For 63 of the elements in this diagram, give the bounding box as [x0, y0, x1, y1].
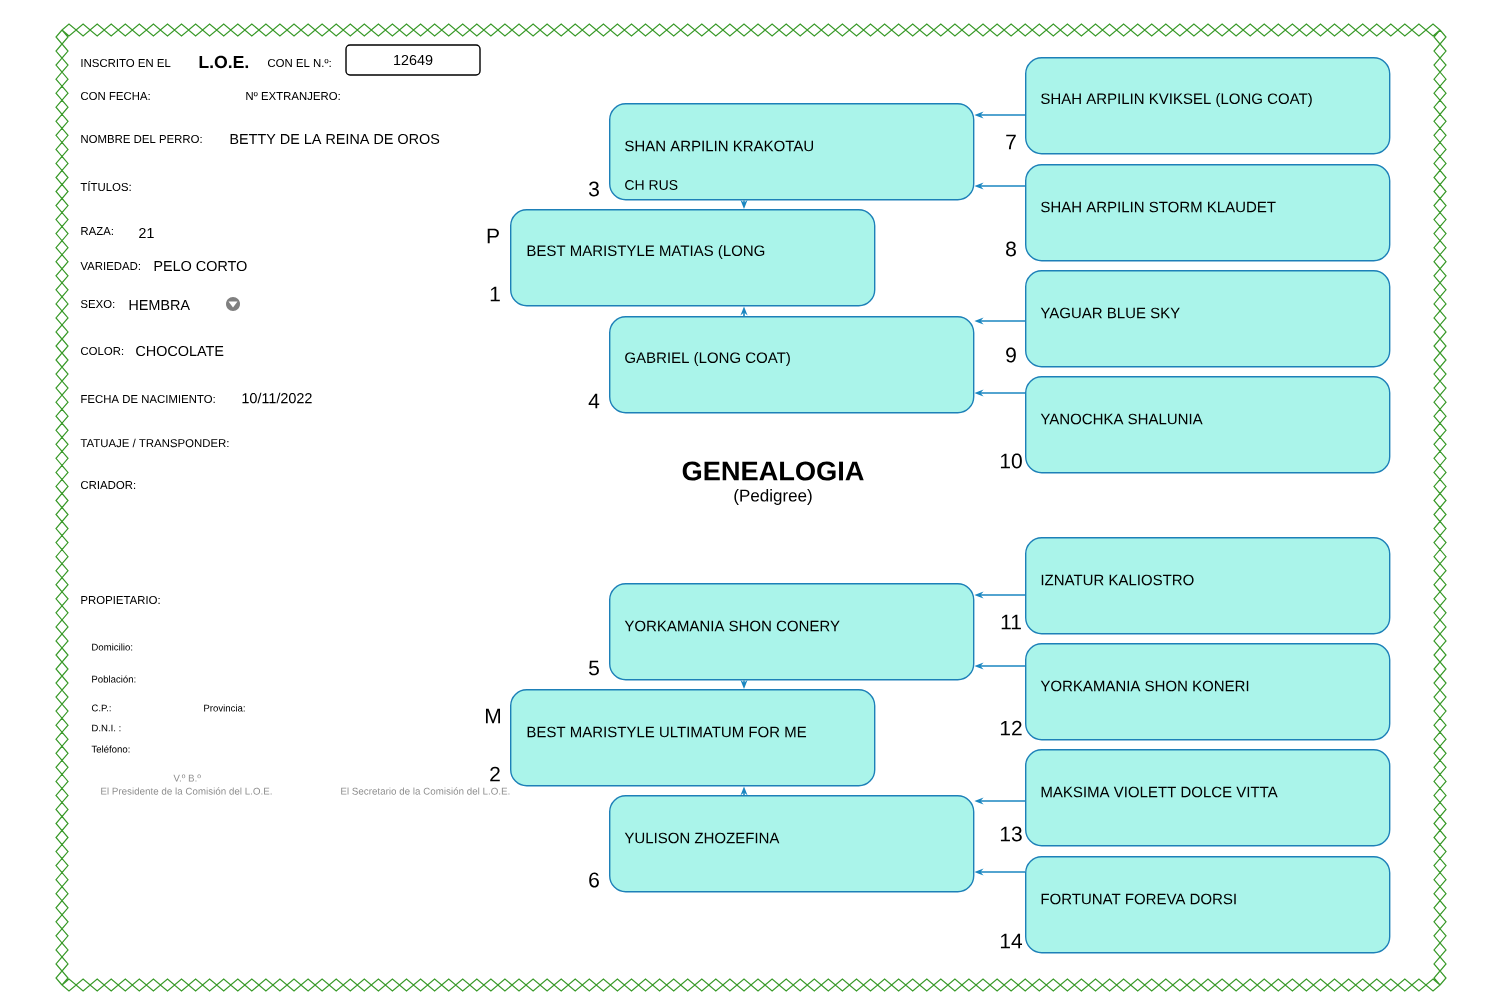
pedigree-box: IZNATUR KALIOSTRO — [1025, 537, 1391, 635]
field-value: 21 — [139, 228, 154, 238]
pedigree-box: SHAN ARPILIN KRAKOTAU CH RUS — [609, 103, 975, 201]
generation-number: 3 — [588, 181, 599, 197]
generation-number: M — [486, 708, 500, 724]
field-label: Teléfono: — [91, 745, 130, 753]
generation-number: P — [487, 228, 499, 244]
generation-number: 14 — [1000, 933, 1023, 949]
field-label: NOMBRE DEL PERRO: — [81, 135, 202, 144]
field-label: TATUAJE / TRANSPONDER: — [80, 438, 229, 448]
pedigree-box: YULISON ZHOZEFINA — [609, 795, 975, 893]
field-value: PELO CORTO — [154, 260, 247, 272]
pedigree-box: YORKAMANIA SHON CONERY — [609, 583, 975, 681]
generation-number: 5 — [589, 660, 599, 676]
generation-number: 2 — [490, 766, 500, 782]
generation-number: 11 — [1001, 614, 1021, 630]
generation-number: 6 — [589, 872, 599, 888]
title: GENEALOGIA — [682, 461, 864, 481]
field-label: CRIADOR: — [80, 481, 136, 490]
pedigree-box: MAKSIMA VIOLETT DOLCE VITTA — [1025, 749, 1391, 847]
field-label: Domicilio: — [92, 643, 133, 651]
pedigree-box: BEST MARISTYLE ULTIMATUM FOR ME — [510, 689, 876, 787]
pedigree-box: YORKAMANIA SHON KONERI — [1025, 643, 1391, 741]
field-label: Provincia: — [204, 704, 245, 712]
field-value: BETTY DE LA REINA DE OROS — [230, 133, 440, 145]
signature-label: El Secretario de la Comisión del L.O.E. — [341, 787, 510, 795]
field-label: D.N.I. : — [92, 724, 121, 732]
field-label: PROPIETARIO: — [81, 596, 160, 605]
generation-number: 9 — [1006, 347, 1016, 363]
generation-number: 13 — [1000, 826, 1022, 842]
signature-label: V.º B.º — [173, 774, 201, 782]
pedigree-box: BEST MARISTYLE MATIAS (LONG — [510, 209, 876, 307]
pedigree-box: GABRIEL (LONG COAT) — [609, 316, 975, 414]
field-label: FECHA DE NACIMIENTO: — [81, 395, 215, 404]
field-label: L.O.E. — [199, 55, 249, 69]
signature-label: El Presidente de la Comisión del L.O.E. — [101, 787, 272, 795]
field-label: SEXO: — [80, 300, 115, 309]
field-label: CON FECHA: — [80, 92, 150, 101]
field-label: COLOR: — [80, 347, 124, 356]
field-value: HEMBRA — [129, 300, 190, 310]
field-value: CHOCOLATE — [136, 345, 224, 357]
field-label: VARIEDAD: — [80, 262, 140, 270]
field-label: C.P.: — [91, 704, 111, 712]
number-box: 12649 — [345, 44, 481, 76]
field-label: Población: — [92, 675, 136, 683]
pedigree-box: FORTUNAT FOREVA DORSI — [1025, 856, 1391, 954]
generation-number: 8 — [1006, 241, 1016, 257]
generation-number: 10 — [1000, 453, 1022, 469]
field-label: RAZA: — [81, 227, 113, 235]
generation-number: 12 — [1000, 720, 1022, 736]
generation-number: 4 — [588, 393, 600, 409]
field-value: 10/11/2022 — [242, 392, 312, 404]
generation-number: 1 — [490, 286, 500, 302]
pedigree-box: YAGUAR BLUE SKY — [1025, 270, 1391, 368]
field-label: INSCRITO EN EL — [81, 59, 171, 68]
pedigree-box: SHAH ARPILIN KVIKSEL (LONG COAT) — [1025, 57, 1391, 155]
field-label: TÍTULOS: — [80, 181, 131, 191]
generation-number: 7 — [1006, 134, 1016, 150]
pedigree-box: YANOCHKA SHALUNIA — [1025, 376, 1391, 474]
pedigree-box: SHAH ARPILIN STORM KLAUDET — [1025, 164, 1391, 262]
field-label: Nº EXTRANJERO: — [246, 91, 340, 101]
subtitle: (Pedigree) — [734, 489, 812, 505]
field-label: CON EL N.º: — [267, 58, 331, 68]
